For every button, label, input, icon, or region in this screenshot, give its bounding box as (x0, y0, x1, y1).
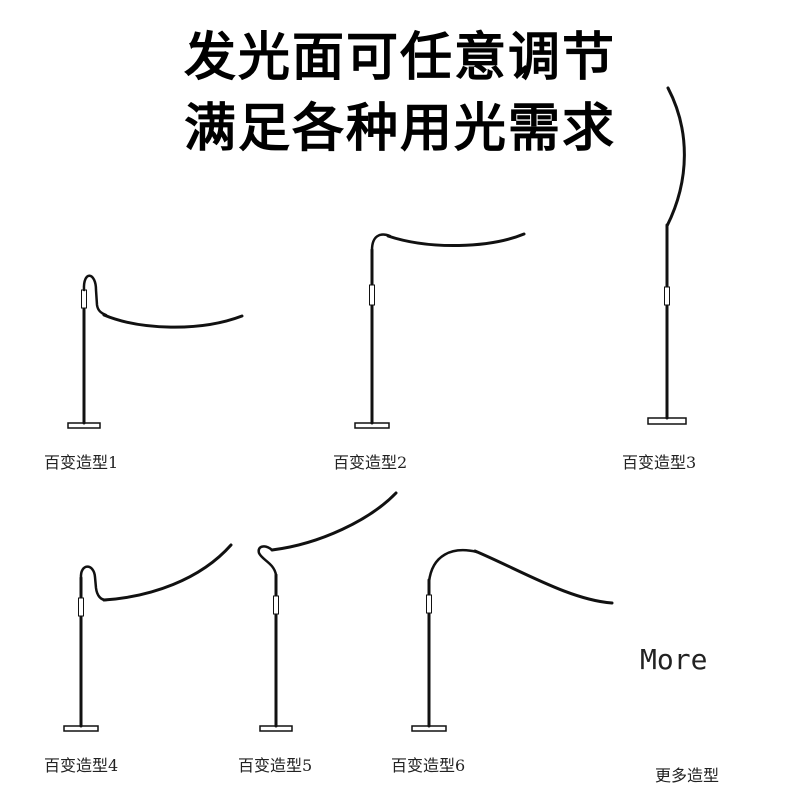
more-styles-label: 更多造型 (655, 766, 720, 785)
lamp-style-5-illustration (257, 491, 398, 732)
lamp-style-4-illustration (63, 543, 233, 732)
style-3-label: 百变造型3 (622, 453, 697, 472)
style-5-label: 百变造型5 (238, 756, 313, 775)
lamp-style-3-illustration (647, 86, 687, 425)
lamp-style-6-illustration (411, 549, 614, 732)
style-4-label: 百变造型4 (44, 756, 119, 775)
headline-line-2: 满足各种用光需求 (183, 99, 616, 159)
lamp-style-1-illustration (67, 274, 244, 429)
headline-line-1: 发光面可任意调节 (183, 28, 616, 88)
style-1-label: 百变造型1 (44, 453, 119, 472)
style-6-label: 百变造型6 (391, 756, 466, 775)
more-text: More (640, 643, 708, 676)
style-2-label: 百变造型2 (333, 453, 408, 472)
lamp-style-2-illustration (354, 232, 526, 429)
